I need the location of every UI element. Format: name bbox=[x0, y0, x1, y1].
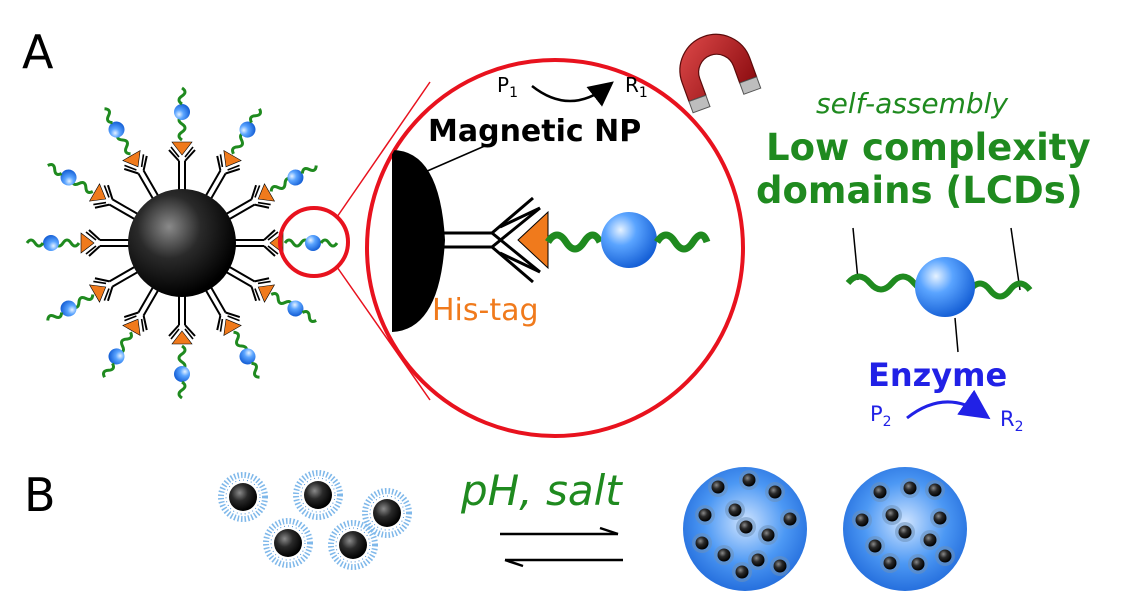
nanoparticle-arm bbox=[91, 280, 169, 386]
dispersed-np-1 bbox=[221, 475, 265, 519]
enzyme-reaction: P2 R2 bbox=[870, 389, 1024, 435]
self-assembly-label: self-assembly bbox=[816, 87, 1008, 120]
lcd-title-line2: domains (LCDs) bbox=[756, 169, 1083, 212]
lcd-chain-b bbox=[967, 280, 1033, 300]
magnet-icon bbox=[679, 33, 762, 114]
nanoparticle-arm bbox=[219, 256, 325, 334]
panel-a-label: A bbox=[22, 25, 54, 79]
nanoparticle-surface bbox=[392, 150, 445, 332]
condensate-droplet-2 bbox=[843, 467, 967, 591]
dispersed-np-3 bbox=[365, 491, 409, 535]
enzyme-label: Enzyme bbox=[868, 356, 1007, 394]
lcd-leader-right bbox=[1010, 227, 1021, 291]
r1-subscript: 1 bbox=[639, 85, 648, 101]
nanoparticle-arm bbox=[91, 100, 169, 206]
reaction-arrow-2 bbox=[906, 389, 991, 420]
p2-subscript: 2 bbox=[883, 414, 892, 430]
r1-symbol: R bbox=[625, 73, 639, 97]
r2-symbol: R bbox=[1000, 407, 1015, 431]
np-leader-line bbox=[424, 144, 488, 173]
nanoparticle-arm bbox=[25, 228, 132, 258]
svg-text:R1: R1 bbox=[625, 73, 648, 101]
p2-symbol: P bbox=[870, 402, 883, 426]
zoom-detail-circle: Magnetic NP His-tag bbox=[365, 58, 745, 438]
magnetic-nanoparticle-core bbox=[128, 189, 236, 297]
lcd-chain-left bbox=[545, 231, 604, 253]
lcd-title-line1: Low complexity bbox=[766, 126, 1091, 169]
lcd-leader-left bbox=[852, 227, 859, 281]
r2-subscript: 2 bbox=[1015, 419, 1024, 435]
nanoparticle-arm bbox=[195, 100, 273, 206]
nanoparticle-arm bbox=[195, 280, 273, 386]
zoom-line-bottom bbox=[336, 266, 431, 401]
antibody bbox=[434, 196, 541, 284]
zoom-source-circle bbox=[278, 206, 350, 278]
nanoparticle-arm bbox=[219, 152, 325, 230]
equilibrium-arrows bbox=[500, 526, 623, 568]
dispersed-nanoparticles bbox=[221, 473, 409, 567]
nanoparticle-arm bbox=[39, 256, 145, 334]
magnet-reaction: P1 R1 bbox=[497, 73, 648, 107]
dispersed-np-5 bbox=[331, 523, 375, 567]
dispersed-np-2 bbox=[296, 473, 340, 517]
svg-text:P1: P1 bbox=[497, 73, 518, 101]
nanoparticle-arm bbox=[232, 228, 339, 258]
reaction-arrow-1 bbox=[531, 81, 614, 107]
enzyme-leader bbox=[954, 317, 959, 353]
svg-text:P2: P2 bbox=[870, 402, 892, 430]
p1-subscript: 1 bbox=[509, 85, 518, 101]
his-tag-label: His-tag bbox=[432, 293, 539, 328]
nanoparticle-arm bbox=[167, 293, 197, 400]
lcd-chain-right bbox=[654, 231, 711, 253]
nanoparticle-arm bbox=[39, 152, 145, 230]
nanoparticle-arm bbox=[167, 86, 197, 193]
magnetic-np-label: Magnetic NP bbox=[428, 114, 641, 149]
ph-salt-label: pH, salt bbox=[460, 466, 623, 515]
condensate-droplet-1 bbox=[683, 467, 807, 591]
p1-symbol: P bbox=[497, 73, 509, 97]
functionalized-nanoparticle bbox=[25, 86, 339, 400]
panel-b-label: B bbox=[24, 468, 56, 522]
enzyme-sphere-lcd bbox=[915, 257, 975, 317]
enzyme-sphere bbox=[601, 212, 657, 268]
zoom-line-top bbox=[336, 81, 431, 218]
svg-text:R2: R2 bbox=[1000, 407, 1024, 435]
dispersed-np-4 bbox=[266, 521, 310, 565]
